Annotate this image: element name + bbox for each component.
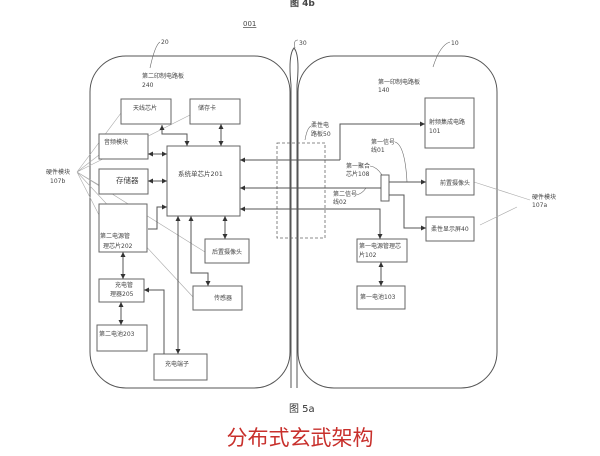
memory-box — [98, 168, 149, 195]
hinge — [289, 47, 299, 388]
flex-board-label-1: 柔性电 — [311, 121, 329, 129]
first-pmic-label-1: 第一电源管理芯 — [359, 242, 401, 250]
charging-terminal-label: 充电端子 — [165, 360, 189, 368]
audio-module-label: 音频模块 — [104, 138, 128, 146]
hardware-module-number: 107b — [50, 178, 65, 185]
charge-manager-label-2: 理器205 — [110, 291, 134, 298]
memory-label: 存储器 — [116, 175, 139, 185]
aggregation-chip-box — [380, 174, 390, 202]
audio-module-box — [98, 133, 149, 160]
right-ref: 10 — [451, 40, 459, 47]
rear-camera-box — [204, 238, 250, 264]
front-camera-box — [425, 168, 475, 196]
left-connections — [118, 124, 228, 354]
flexible-display-label: 柔性显示屏40 — [431, 225, 469, 233]
left-ref: 20 — [161, 39, 169, 46]
signal-line-1-label-2: 线01 — [371, 146, 385, 154]
hinge-ref: 30 — [299, 40, 307, 47]
second-pmic-label-1: 第二电源管 — [100, 232, 130, 240]
front-camera-label: 前置摄像头 — [440, 179, 470, 187]
hardware-module-pointers-right — [473, 181, 531, 226]
aggregation-chip-label-1: 第一聚合 — [346, 162, 370, 170]
first-battery-label: 第一电池103 — [360, 293, 396, 301]
antenna-chip-label: 天线芯片 — [133, 104, 157, 112]
flex-board-label-2: 路板50 — [311, 130, 331, 138]
aggregation-chip-label-2: 芯片108 — [346, 170, 370, 178]
rf-circuit-label-1: 射频集成电路 — [429, 118, 465, 126]
soc-box — [166, 145, 241, 217]
signal-line-2-label-1: 第二信号 — [333, 190, 357, 198]
caption-title: 分布式玄武架构 — [227, 426, 374, 450]
second-battery-label: 第二电池203 — [99, 330, 135, 338]
storage-card-box — [189, 98, 241, 125]
second-battery-box — [96, 324, 148, 352]
second-pmic-label-2: 理芯片202 — [103, 242, 133, 250]
charge-manager-label-1: 充电管 — [115, 281, 133, 289]
rear-camera-label: 后置摄像头 — [212, 248, 242, 256]
flex-circuit-board — [276, 142, 326, 239]
signal-line-1-label-1: 第一信号 — [371, 138, 395, 146]
rf-circuit-box — [424, 97, 475, 149]
sensor-box — [192, 285, 243, 311]
first-pmic-label-2: 片102 — [359, 251, 377, 259]
flexible-display-box — [425, 216, 475, 242]
first-pcb-label: 第一印制电路板 — [378, 78, 420, 86]
antenna-chip-box — [120, 98, 172, 125]
hardware-module-label: 硬件模块 — [46, 168, 70, 176]
rf-circuit-label-2: 101 — [429, 128, 441, 135]
second-pmic-box — [98, 203, 148, 253]
storage-card-label: 储存卡 — [198, 104, 216, 112]
first-pcb-number: 140 — [378, 87, 390, 94]
figure-id: 001 — [243, 20, 256, 28]
soc-label: 系统单芯片201 — [178, 169, 223, 178]
hardware-module-label-right: 硬件模块 — [532, 193, 556, 201]
cross-connections — [240, 121, 426, 286]
charging-terminal-box — [153, 353, 208, 381]
sensor-label: 传感器 — [214, 294, 232, 302]
second-pcb-number: 240 — [142, 82, 154, 89]
hardware-module-number-right: 107a — [532, 202, 547, 209]
second-pcb-label: 第二印制电路板 — [142, 72, 184, 80]
figure-top-label: 图 4b — [290, 0, 315, 9]
signal-line-2-label-2: 线02 — [333, 198, 347, 206]
figure-label: 图 5a — [289, 403, 315, 415]
